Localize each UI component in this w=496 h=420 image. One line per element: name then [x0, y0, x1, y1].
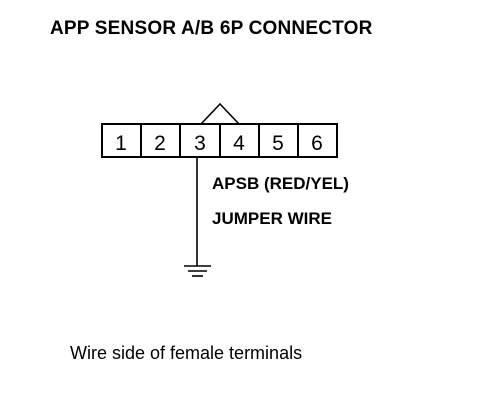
ground-symbol	[184, 265, 211, 277]
connector-locking-tab	[200, 102, 240, 125]
pin-numbers: 1 2 3 4 5 6	[115, 132, 323, 155]
jumper-wire-label: JUMPER WIRE	[212, 209, 332, 228]
pin-1-label: 1	[115, 132, 127, 155]
pin-6-label: 6	[311, 132, 323, 155]
diagram-title: APP SENSOR A/B 6P CONNECTOR	[50, 18, 373, 39]
pin-5-label: 5	[272, 132, 284, 155]
pin-4-label: 4	[233, 132, 245, 155]
apsb-signal-label: APSB (RED/YEL)	[212, 174, 349, 193]
pin-dividers	[140, 124, 299, 157]
pin-2-label: 2	[154, 132, 166, 155]
view-caption: Wire side of female terminals	[70, 343, 303, 363]
pin-3-label: 3	[194, 132, 206, 155]
